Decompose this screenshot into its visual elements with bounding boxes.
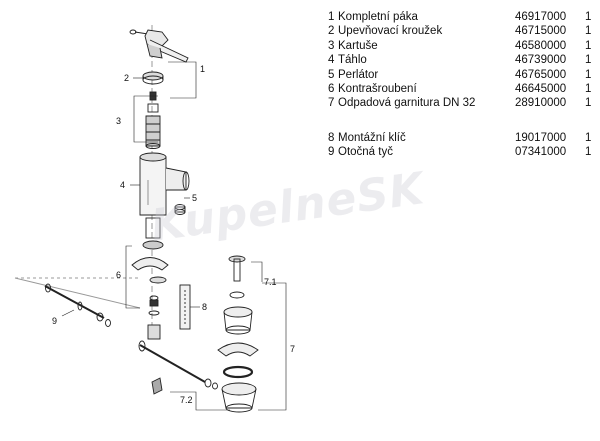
part-name: Montážní klíč [338,131,406,144]
part-code: 46917000 [515,11,567,23]
callout-4: 4 [120,180,125,190]
callout-3: 3 [116,116,121,126]
part-quantity: 1 [585,11,592,23]
waste-set [217,255,259,413]
part-quantity: 1 [585,82,592,95]
counter-nut-set [131,217,169,316]
callout-7-1: 7.1 [264,277,277,287]
callout-9: 9 [52,316,57,326]
part-code: 07341000 [515,146,567,159]
callout-8: 8 [202,302,207,312]
part-number: 2 [328,25,335,38]
part-quantity: 1 [585,146,592,159]
part-quantity: 1 [585,97,592,110]
part-name: Kontrašroubení [338,82,417,95]
part-quantity: 1 [585,25,592,38]
faucet-body [139,152,190,216]
callout-7-2: 7.2 [180,395,193,405]
part-name: Otočná tyč [338,146,393,159]
part-number: 1 [328,11,335,23]
callout-2: 2 [124,73,129,83]
part-number: 9 [328,146,335,159]
part-name: Perlátor [338,68,379,81]
part-number: 5 [328,68,335,81]
part-code: 19017000 [515,131,567,144]
callout-5: 5 [192,193,197,203]
part-code: 46580000 [515,39,567,52]
cartridge [145,91,161,149]
callout-7: 7 [290,344,295,354]
assembly-key [179,284,191,330]
part-code: 46765000 [515,68,567,81]
part-quantity: 1 [585,68,592,81]
part-name: Odpadová garnitura DN 32 [338,97,476,110]
pivot-rod [14,277,141,327]
pop-up-rod [138,324,218,395]
part-number: 3 [328,39,335,52]
part-number: 8 [328,131,335,144]
part-quantity: 1 [585,131,592,144]
part-quantity: 1 [585,39,592,52]
part-code: 46739000 [515,54,567,67]
part-name: Kartuše [338,39,378,52]
fixing-ring [142,71,164,85]
part-name: Kompletní páka [338,11,418,23]
part-number: 4 [328,54,335,67]
part-name: Táhlo [338,54,367,67]
part-code: 46645000 [515,82,567,95]
callout-6: 6 [116,270,121,280]
callout-1: 1 [200,64,205,74]
part-name: Upevňovací kroužek [338,25,443,38]
part-quantity: 1 [585,54,592,67]
part-code: 28910000 [515,97,567,110]
part-number: 6 [328,82,335,95]
exploded-faucet-diagram: 1 2 3 4 5 6 8 9 7.1 7 7.2 [14,25,295,413]
lever-handle [129,29,189,63]
aerator [174,204,186,215]
part-code: 46715000 [515,25,567,38]
part-number: 7 [328,97,335,110]
